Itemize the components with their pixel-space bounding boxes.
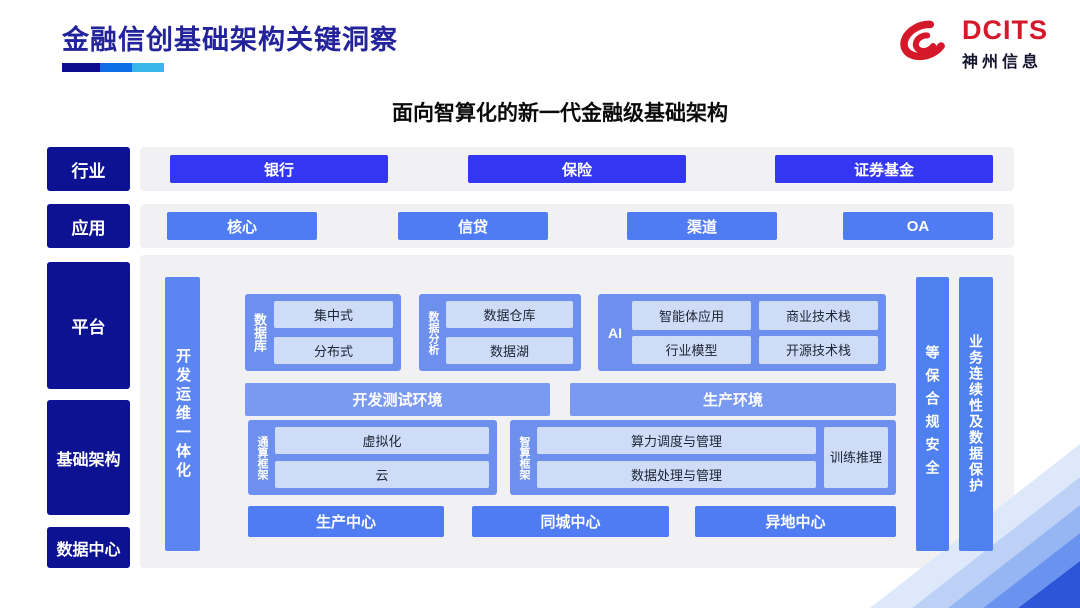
group-analytics-label: 数据分析	[427, 310, 439, 355]
dc-remote-center: 异地中心	[695, 506, 896, 537]
chip-centralized: 集中式	[274, 301, 393, 328]
group-intelligent-compute: 智算框架 算力调度与管理 数据处理与管理 训练推理	[510, 420, 896, 495]
layer-label-datacenter: 数据中心	[47, 527, 130, 568]
group-general-label: 通算框架	[256, 435, 268, 480]
security-vertical-bar: 等保合规安全	[916, 277, 949, 551]
logo-en: DCITS	[962, 14, 1048, 45]
chip-data-lake: 数据湖	[446, 337, 573, 364]
chip-data-warehouse: 数据仓库	[446, 301, 573, 328]
logo-cn: 神州信息	[962, 53, 1043, 71]
company-logo: DCITS 神州信息	[890, 12, 1048, 76]
underline-segment-light	[132, 63, 164, 72]
app-item-oa: OA	[843, 212, 993, 240]
env-production: 生产环境	[570, 383, 896, 416]
layer-label-platform: 平台	[47, 262, 130, 389]
industry-item-insurance: 保险	[468, 155, 686, 183]
group-database-label: 数据库	[252, 313, 267, 352]
chip-virtualization: 虚拟化	[275, 427, 489, 454]
group-general-compute: 通算框架 虚拟化 云	[248, 420, 497, 495]
continuity-vertical-bar: 业务连续性及数据保护	[959, 277, 993, 551]
chip-train-inference: 训练推理	[824, 427, 888, 488]
dcits-swirl-icon	[900, 20, 945, 61]
chip-industry-model: 行业模型	[632, 335, 751, 364]
env-dev-test: 开发测试环境	[245, 383, 550, 416]
group-analytics: 数据分析 数据仓库 数据湖	[419, 294, 581, 371]
underline-segment-mid	[100, 63, 132, 72]
layer-label-industry: 行业	[47, 147, 130, 191]
chip-cloud: 云	[275, 461, 489, 488]
devops-vertical-bar: 开发运维一体化	[165, 277, 200, 551]
industry-item-securities: 证券基金	[775, 155, 993, 183]
chip-commercial-stack: 商业技术栈	[759, 301, 878, 330]
group-ai: AI 智能体应用 商业技术栈 行业模型 开源技术栈	[598, 294, 886, 371]
underline-segment-dark	[62, 63, 100, 72]
chip-data-processing: 数据处理与管理	[537, 461, 816, 488]
app-item-credit: 信贷	[398, 212, 548, 240]
dc-same-city-center: 同城中心	[472, 506, 669, 537]
group-intelligent-label: 智算框架	[518, 435, 530, 480]
industry-item-bank: 银行	[170, 155, 388, 183]
app-item-channel: 渠道	[627, 212, 777, 240]
group-ai-label: AI	[608, 324, 622, 341]
chip-distributed: 分布式	[274, 337, 393, 364]
chip-agent-app: 智能体应用	[632, 301, 751, 330]
chip-open-source-stack: 开源技术栈	[759, 335, 878, 364]
app-item-core: 核心	[167, 212, 317, 240]
page-title: 金融信创基础架构关键洞察	[62, 25, 398, 55]
title-underline	[62, 63, 164, 72]
chip-compute-scheduling: 算力调度与管理	[537, 427, 816, 454]
layer-label-infrastructure: 基础架构	[47, 400, 130, 515]
logo-text: DCITS 神州信息	[962, 14, 1048, 72]
diagram-title: 面向智算化的新一代金融级基础架构	[392, 102, 728, 125]
dc-production-center: 生产中心	[248, 506, 444, 537]
group-database: 数据库 集中式 分布式	[245, 294, 401, 371]
layer-label-application: 应用	[47, 204, 130, 248]
